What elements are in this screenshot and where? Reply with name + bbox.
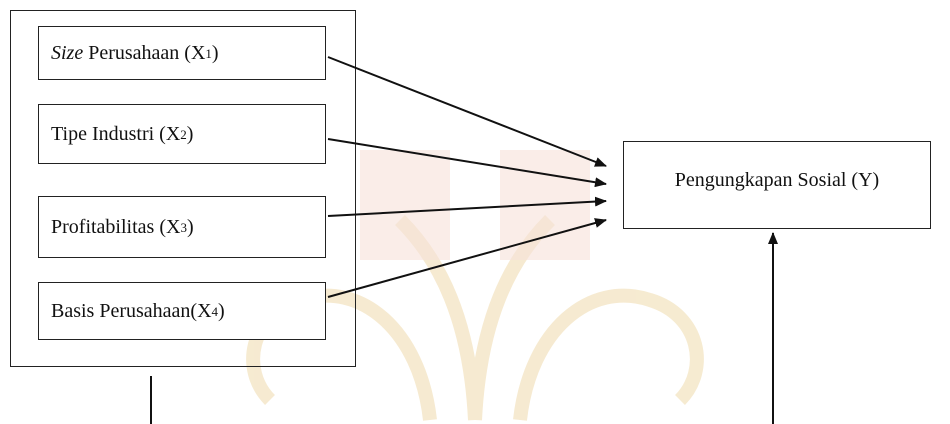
arrow-x2-to-y (327, 138, 607, 188)
arrow-x3-to-y (327, 196, 607, 217)
variable-subscript: 2 (180, 126, 187, 142)
variable-suffix: ) (186, 216, 194, 238)
dependent-variable-label: Pengungkapan Sosial (Y) (674, 168, 880, 191)
independent-variables-group (10, 10, 356, 367)
variable-subscript: 1 (205, 45, 212, 61)
variable-label: Profitabilitas (X (51, 216, 181, 238)
variable-box-tipe-industri: Tipe Industri (X 2 ) (38, 104, 326, 164)
variable-suffix: ) (218, 300, 225, 322)
variable-subscript: 3 (180, 219, 187, 235)
arrow-x4-to-y (327, 218, 607, 298)
dependent-variable-box: Pengungkapan Sosial (Y) (623, 141, 931, 229)
variable-box-size-perusahaan: Size Perusahaan (X 1 ) (38, 26, 326, 80)
variable-box-profitabilitas: Profitabilitas (X 3 ) (38, 196, 326, 258)
variable-label: Perusahaan (X (88, 42, 206, 64)
variable-label: Basis Perusahaan(X (51, 300, 212, 322)
arrow-x1-to-y (327, 56, 607, 167)
variable-label: Tipe Industri (X (51, 123, 181, 145)
variable-suffix: ) (186, 123, 194, 145)
variable-suffix: ) (211, 42, 219, 64)
variable-italic-prefix: Size (51, 42, 84, 64)
variable-box-basis-perusahaan: Basis Perusahaan(X 4 ) (38, 282, 326, 340)
variable-subscript: 4 (211, 303, 219, 319)
